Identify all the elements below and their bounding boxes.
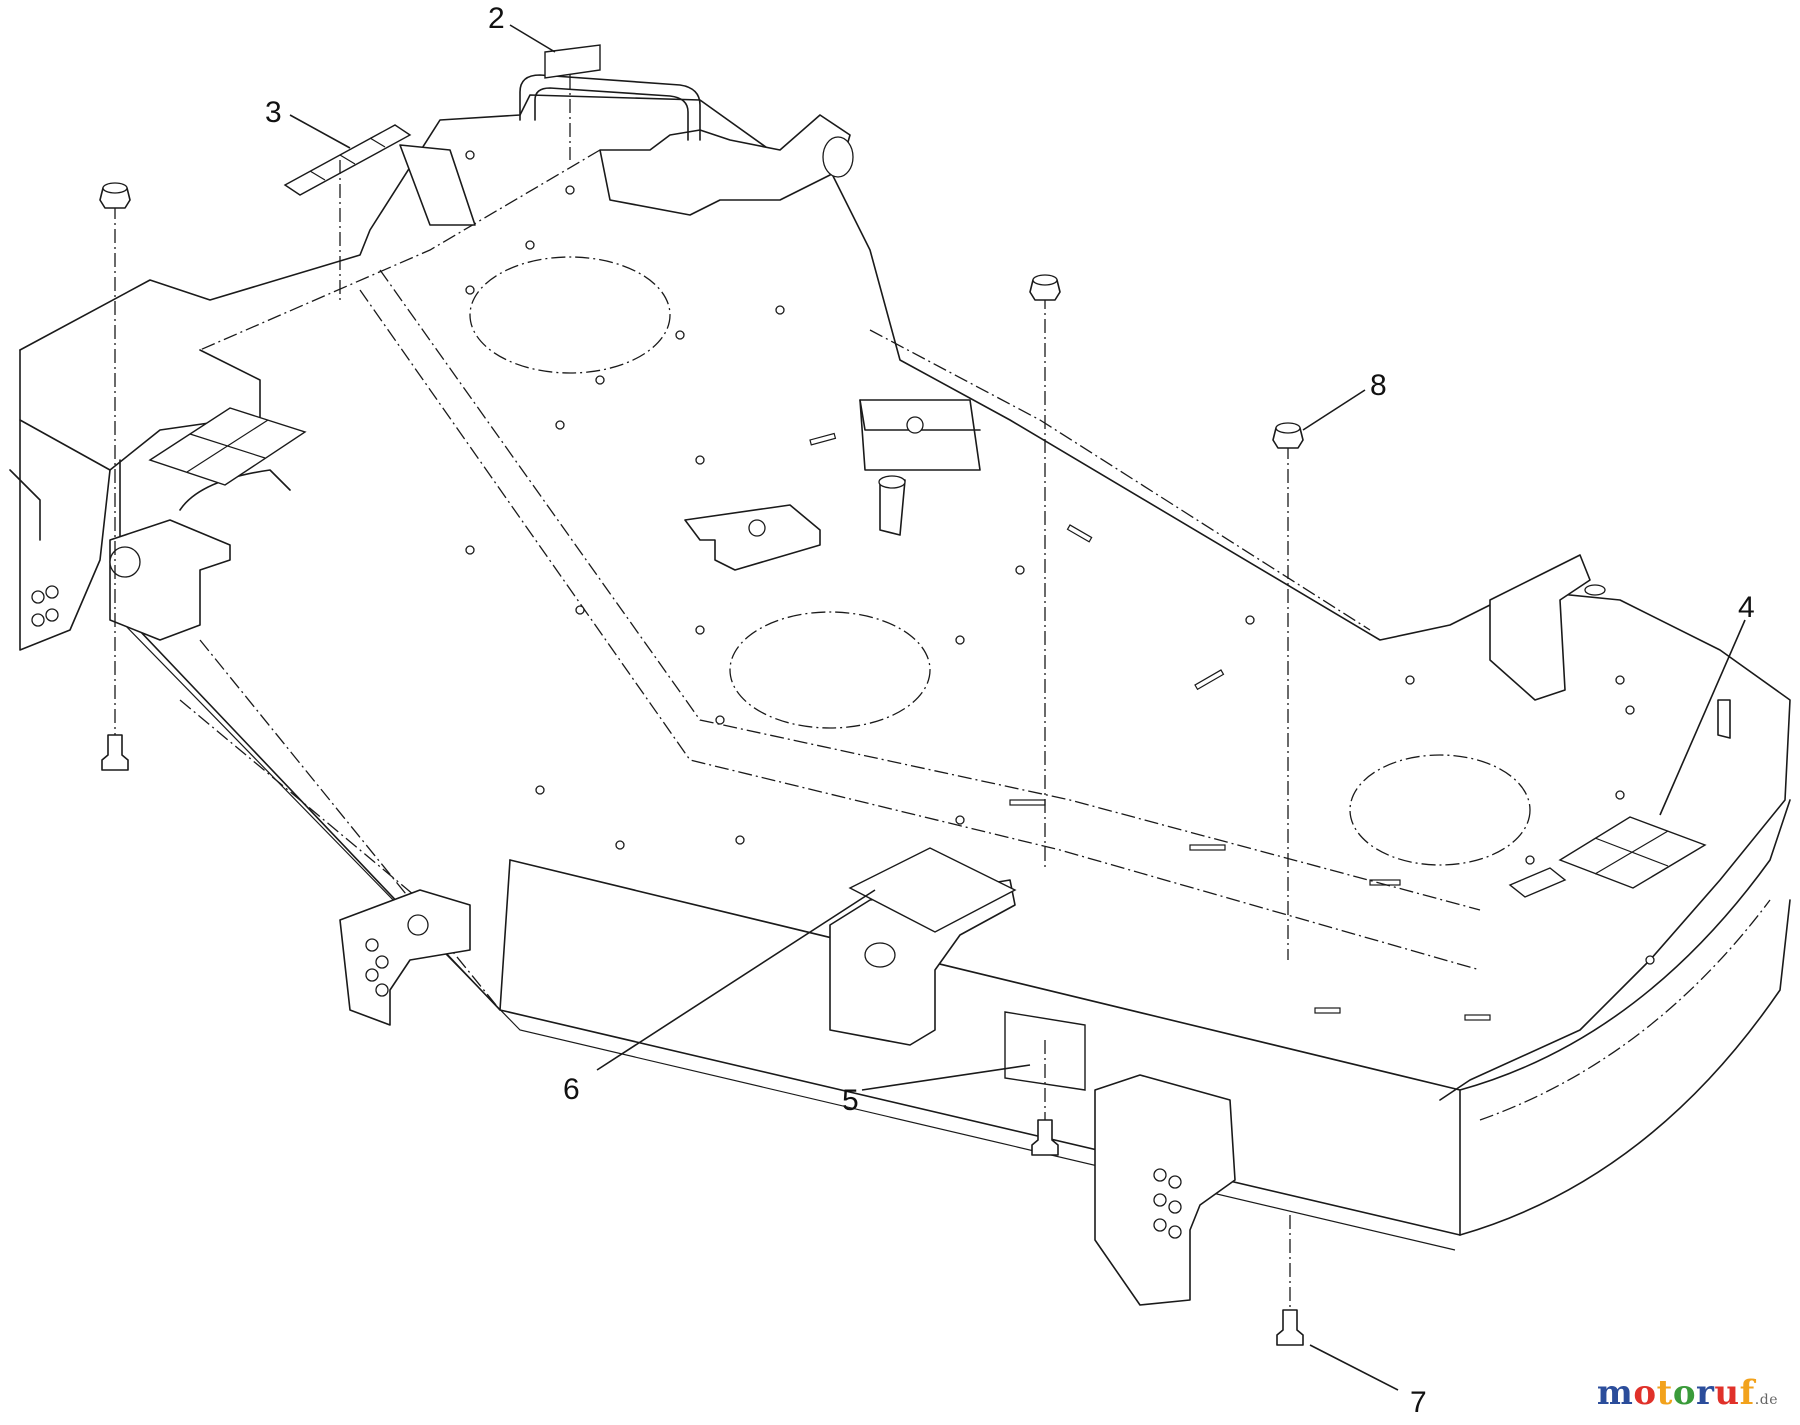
logo-letter: f xyxy=(1739,1373,1755,1413)
fastener-nuts xyxy=(99,75,1304,1346)
callout-labels: 2 3 4 5 6 7 8 xyxy=(265,2,1755,1419)
logo-suffix: .de xyxy=(1754,1392,1778,1408)
decal-item-4-right xyxy=(1508,816,1707,898)
callout-3: 3 xyxy=(265,96,282,129)
callout-8: 8 xyxy=(1370,369,1387,402)
callout-5: 5 xyxy=(842,1084,859,1117)
logo-letter: r xyxy=(1696,1373,1715,1413)
decal-item-3 xyxy=(283,124,412,196)
callout-4: 4 xyxy=(1738,591,1755,624)
logo-letter: o xyxy=(1633,1373,1657,1413)
mower-deck xyxy=(9,74,1791,1306)
callout-6: 6 xyxy=(563,1073,580,1106)
decal-item-6 xyxy=(848,847,1017,933)
logo-letter: m xyxy=(1596,1373,1634,1413)
leader-lines xyxy=(289,24,1746,1391)
callout-7: 7 xyxy=(1410,1386,1427,1419)
logo-letter: o xyxy=(1672,1373,1696,1413)
decal-item-2 xyxy=(544,44,601,79)
logo-letter: u xyxy=(1714,1373,1740,1413)
motoruf-logo: motoruf.de xyxy=(1597,1373,1778,1413)
decal-item-4-left xyxy=(148,407,307,486)
callout-2: 2 xyxy=(488,2,505,35)
logo-letter: t xyxy=(1656,1373,1673,1413)
